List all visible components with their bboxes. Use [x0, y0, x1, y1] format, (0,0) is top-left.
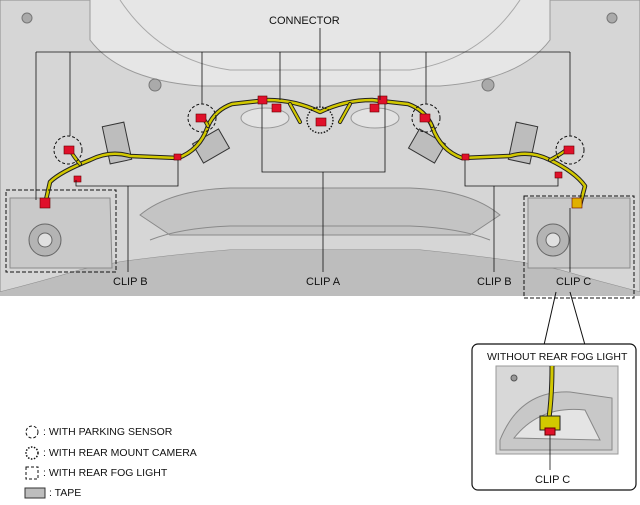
connectors	[39, 95, 583, 209]
legend-text: : WITH REAR MOUNT CAMERA	[43, 447, 197, 459]
dashed-square-icon	[25, 466, 39, 480]
inset-title: WITHOUT REAR FOG LIGHT	[487, 351, 628, 363]
label-connector: CONNECTOR	[269, 15, 340, 27]
legend-fog-light: : WITH REAR FOG LIGHT	[24, 466, 167, 480]
tape-rectangle-icon	[24, 487, 46, 499]
inset-label-clip-c: CLIP C	[535, 474, 571, 486]
legend-rear-camera: : WITH REAR MOUNT CAMERA	[24, 446, 197, 460]
legend-text: : WITH REAR FOG LIGHT	[43, 467, 168, 479]
dotted-circle-icon	[25, 446, 39, 460]
legend-parking-sensor: : WITH PARKING SENSOR	[24, 425, 172, 439]
legend-text: : WITH PARKING SENSOR	[43, 426, 173, 438]
inset-without-fog-light	[471, 343, 637, 491]
label-clip-b-right: CLIP B	[477, 276, 512, 288]
fog-light-markers	[5, 189, 635, 299]
rear-bumper	[0, 0, 640, 296]
dashed-circle-icon	[25, 425, 39, 439]
legend-text: : TAPE	[49, 487, 82, 499]
legend-tape: : TAPE	[24, 486, 81, 500]
label-clip-b-left: CLIP B	[113, 276, 148, 288]
label-clip-c: CLIP C	[556, 276, 592, 288]
label-clip-a: CLIP A	[306, 276, 341, 288]
